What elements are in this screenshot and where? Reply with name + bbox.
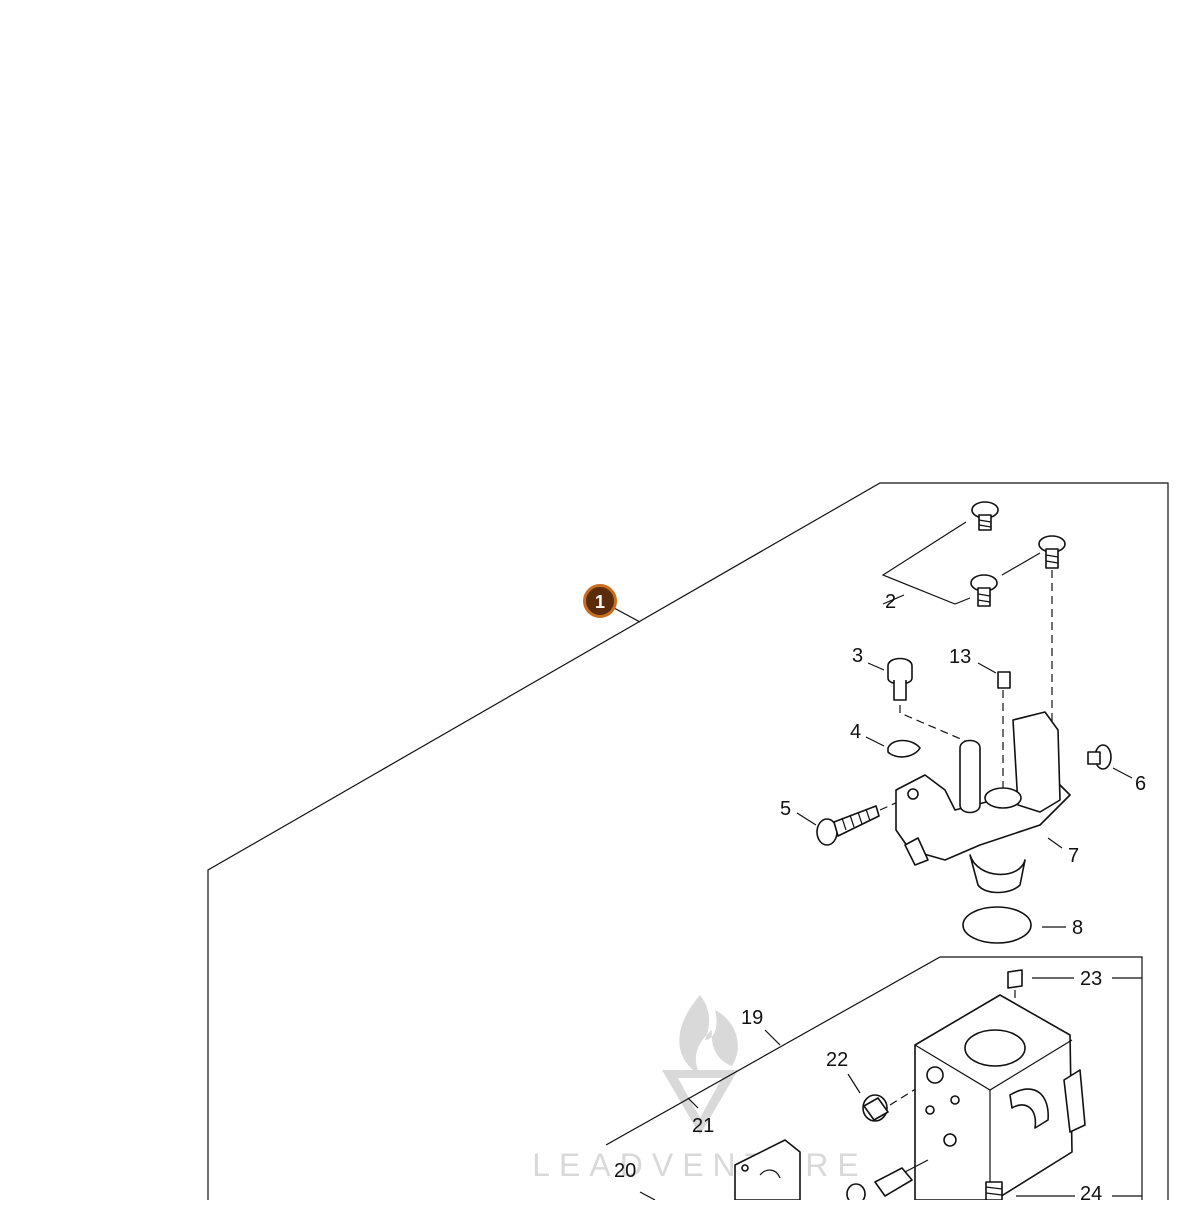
subassembly-boundary	[605, 956, 1143, 1200]
part-19-leader	[764, 1029, 781, 1046]
screw-icon	[970, 574, 998, 607]
part-13-needle	[977, 662, 1011, 810]
carburetor-body-icon	[914, 994, 1086, 1201]
part-label[interactable]: 20	[614, 1160, 636, 1182]
watermark: LEADVENTURE	[532, 995, 868, 1183]
part-4-clip	[865, 736, 921, 758]
needle-screw	[874, 1159, 929, 1197]
flame-logo-icon	[679, 995, 738, 1075]
part-label[interactable]: 6	[1135, 773, 1146, 795]
part-8-o-ring	[962, 906, 1066, 944]
callout-badge	[583, 584, 617, 618]
v-logo-icon	[662, 1070, 738, 1135]
assembly-callout[interactable]: 1	[583, 584, 641, 623]
part-label[interactable]: 22	[826, 1049, 848, 1071]
part-2-group	[881, 501, 1066, 760]
part-label[interactable]: 7	[1068, 845, 1079, 867]
part-22-bushing	[862, 1079, 931, 1122]
part-6-screw	[1087, 744, 1133, 779]
part-20-leader	[639, 1191, 656, 1201]
part-label[interactable]: 3	[852, 645, 863, 667]
screw-icon	[1038, 535, 1066, 569]
part-label[interactable]: 5	[780, 798, 791, 820]
part-label[interactable]: 2	[885, 591, 896, 613]
part-7-cover	[895, 711, 1071, 894]
part-label[interactable]: 24	[1080, 1183, 1102, 1205]
part-label[interactable]: 8	[1072, 917, 1083, 939]
part-label[interactable]: 21	[692, 1115, 714, 1137]
screw-icon	[971, 501, 999, 531]
part-22-leader	[847, 1073, 861, 1094]
part-21-leader	[687, 1097, 699, 1109]
assembly-boundary	[207, 482, 1169, 1200]
small-bushing	[846, 1183, 866, 1205]
part-label[interactable]: 23	[1080, 968, 1102, 990]
callout-leader	[613, 607, 641, 623]
o-ring-icon	[962, 906, 1032, 944]
part-label[interactable]: 19	[741, 1007, 763, 1029]
part-label[interactable]: 4	[850, 721, 861, 743]
callout-number: 1	[595, 592, 605, 612]
part-21-gasket	[734, 1139, 801, 1201]
part-label[interactable]: 13	[949, 646, 971, 668]
watermark-text: LEADVENTURE	[532, 1147, 868, 1183]
